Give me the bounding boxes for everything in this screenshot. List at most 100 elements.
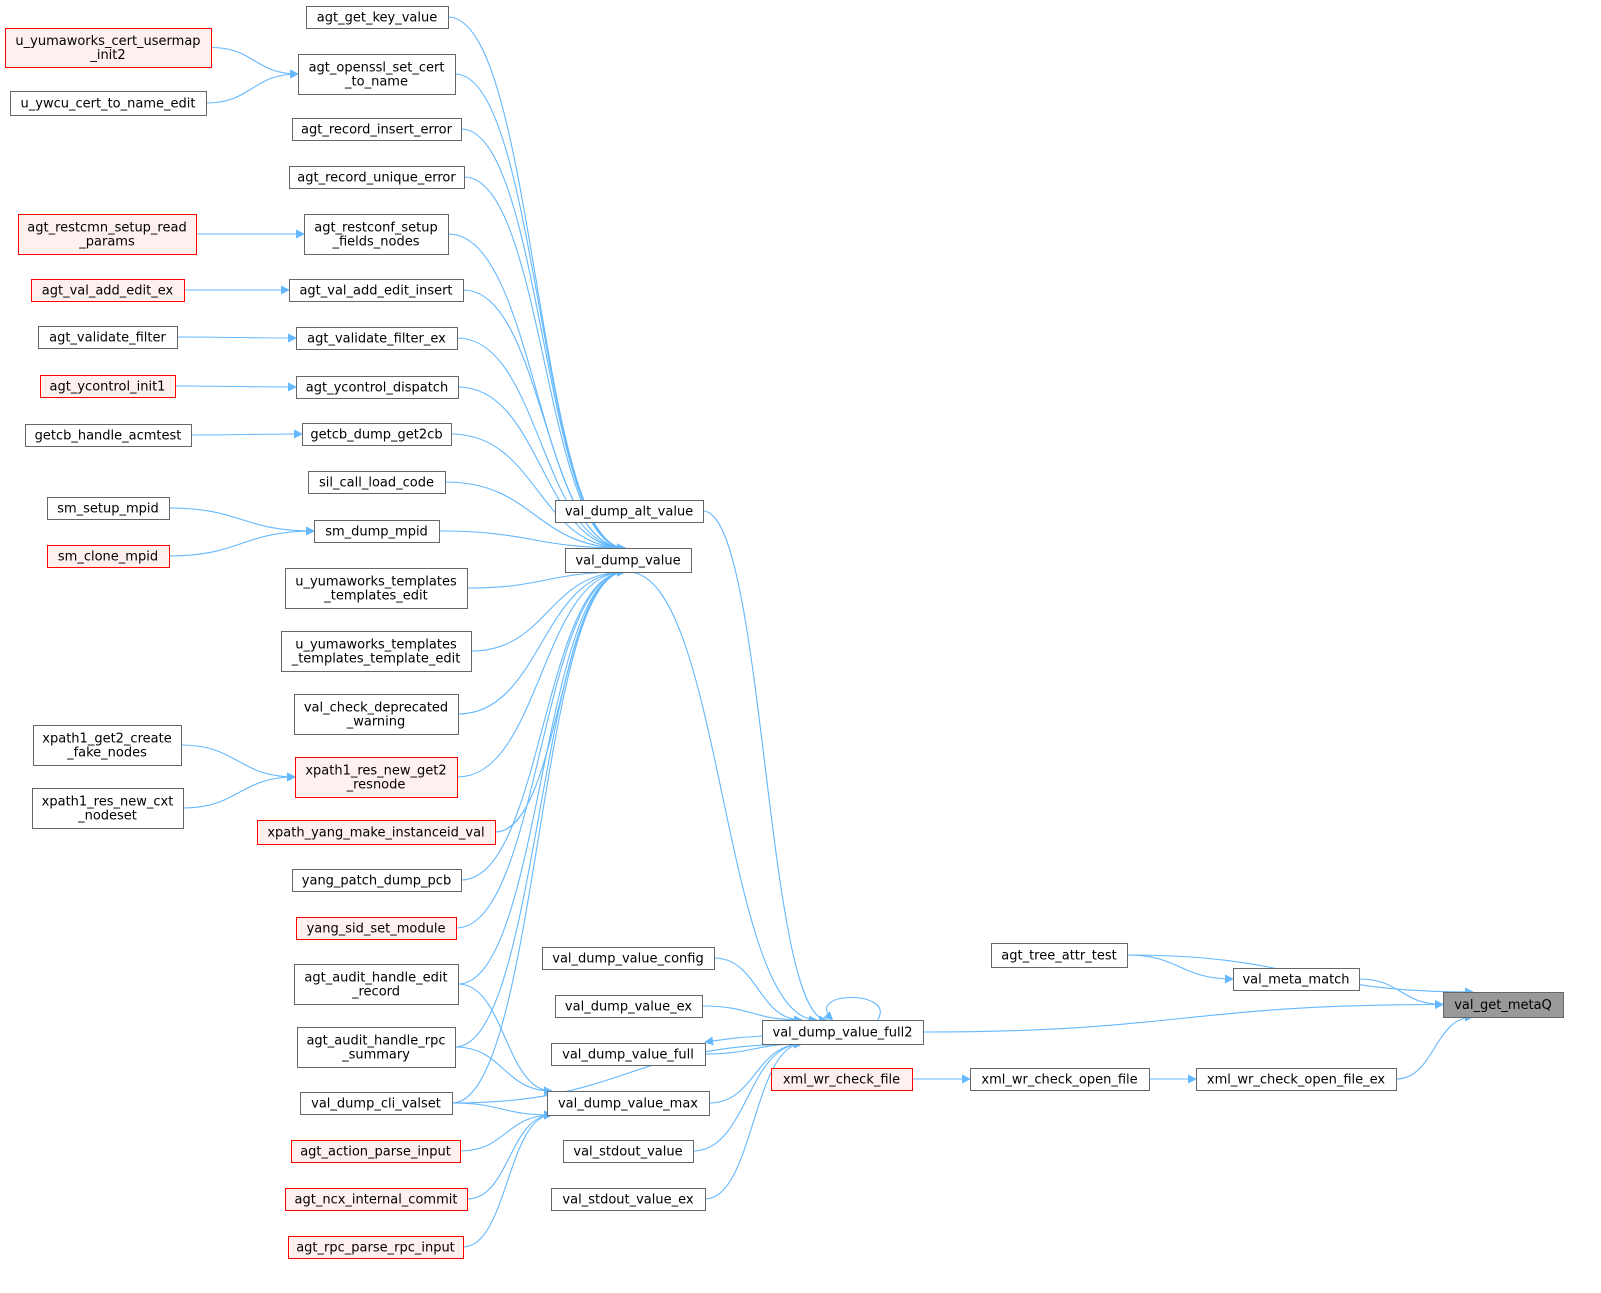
node-getcb-dump-get2cb[interactable]: getcb_dump_get2cb xyxy=(302,423,452,446)
node-label: agt_val_add_edit_ex xyxy=(42,284,174,299)
node-box xyxy=(306,6,449,29)
node-val-get-metaQ[interactable]: val_get_metaQ xyxy=(1443,992,1564,1018)
node-xml-wr-check-open-file-ex[interactable]: xml_wr_check_open_file_ex xyxy=(1196,1068,1397,1091)
node-val-stdout-value[interactable]: val_stdout_value xyxy=(563,1140,694,1163)
node-agt-restcmn-setup-read-params[interactable]: agt_restcmn_setup_read_params xyxy=(18,214,197,255)
edge-val-dump-value-to-val-dump-value-full2 xyxy=(627,571,818,1025)
node-label: xml_wr_check_open_file xyxy=(981,1073,1137,1088)
edge-agt-audit-handle-rpc-summary-to-val-dump-value-max xyxy=(454,1046,553,1096)
node-agt-record-insert-error[interactable]: agt_record_insert_error xyxy=(292,118,462,141)
edge-sil-call-load-code-to-val-dump-value xyxy=(444,481,626,553)
node-val-stdout-value-ex[interactable]: val_stdout_value_ex xyxy=(551,1188,706,1211)
node-label: _resnode xyxy=(346,778,406,793)
node-agt-action-parse-input[interactable]: agt_action_parse_input xyxy=(291,1140,461,1163)
node-u-yumaworks-templates-templates-edit[interactable]: u_yumaworks_templates_templates_edit xyxy=(285,568,468,609)
node-u-yumaworks-cert-usermap-init2[interactable]: u_yumaworks_cert_usermap_init2 xyxy=(5,28,212,68)
node-label: agt_ycontrol_dispatch xyxy=(306,381,448,396)
edge-yang-patch-dump-pcb-to-val-dump-value xyxy=(460,567,626,881)
node-box xyxy=(291,1140,461,1163)
node-agt-rpc-parse-rpc-input[interactable]: agt_rpc_parse_rpc_input xyxy=(288,1236,464,1259)
node-agt-ncx-internal-commit[interactable]: agt_ncx_internal_commit xyxy=(285,1188,468,1211)
node-agt-tree-attr-test[interactable]: agt_tree_attr_test xyxy=(991,943,1128,968)
node-yang-sid-set-module[interactable]: yang_sid_set_module xyxy=(296,917,457,940)
node-agt-get-key-value[interactable]: agt_get_key_value xyxy=(306,6,449,29)
node-box xyxy=(296,327,458,350)
node-xpath1-get2-create-fake-nodes[interactable]: xpath1_get2_create_fake_nodes xyxy=(33,725,182,766)
edge-agt-record-unique-error-to-val-dump-value xyxy=(463,176,626,553)
edge-val-stdout-value-ex-to-val-dump-value-full2 xyxy=(704,1039,803,1200)
node-label: agt_tree_attr_test xyxy=(1001,949,1116,964)
edge-agt-validate-filter-to-agt-validate-filter-ex xyxy=(176,333,297,343)
node-box xyxy=(304,214,449,255)
node-label: yang_patch_dump_pcb xyxy=(302,874,451,889)
edge-val-stdout-value-to-val-dump-value-full2 xyxy=(692,1039,803,1152)
edge-agt-tree-attr-test-to-val-meta-match xyxy=(1126,954,1234,984)
node-agt-val-add-edit-ex[interactable]: agt_val_add_edit_ex xyxy=(31,279,185,302)
node-sm-setup-mpid[interactable]: sm_setup_mpid xyxy=(47,497,170,520)
node-agt-val-add-edit-insert[interactable]: agt_val_add_edit_insert xyxy=(289,279,464,302)
edge-getcb-dump-get2cb-to-val-dump-value xyxy=(450,433,626,553)
node-xpath1-res-new-get2-resnode[interactable]: xpath1_res_new_get2_resnode xyxy=(295,757,458,798)
node-label: _fields_nodes xyxy=(331,235,419,250)
node-agt-openssl-set-cert-to-name[interactable]: agt_openssl_set_cert_to_name xyxy=(298,54,456,95)
node-label: agt_record_unique_error xyxy=(297,171,456,186)
node-val-dump-cli-valset[interactable]: val_dump_cli_valset xyxy=(300,1092,453,1115)
node-val-dump-value-ex[interactable]: val_dump_value_ex xyxy=(555,995,703,1018)
node-sm-dump-mpid[interactable]: sm_dump_mpid xyxy=(314,520,440,543)
node-label: agt_restconf_setup xyxy=(314,221,438,236)
node-val-dump-value-full2[interactable]: val_dump_value_full2 xyxy=(762,1020,924,1045)
edge-sm-clone-mpid-to-sm-dump-mpid xyxy=(168,526,315,557)
node-label: u_ywcu_cert_to_name_edit xyxy=(21,97,196,112)
node-u-ywcu-cert-to-name-edit[interactable]: u_ywcu_cert_to_name_edit xyxy=(10,91,207,116)
edge-agt-audit-handle-edit-record-to-val-dump-value-max xyxy=(457,983,553,1096)
node-label: _params xyxy=(78,235,135,250)
node-box xyxy=(565,548,692,573)
node-xml-wr-check-file[interactable]: xml_wr_check_file xyxy=(771,1068,913,1091)
node-label: agt_validate_filter_ex xyxy=(307,332,446,347)
node-val-dump-value-full[interactable]: val_dump_value_full xyxy=(551,1043,706,1066)
node-xpath-yang-make-instanceid-val[interactable]: xpath_yang_make_instanceid_val xyxy=(257,820,496,845)
node-agt-validate-filter[interactable]: agt_validate_filter xyxy=(38,326,178,349)
edge-agt-action-parse-input-to-val-dump-value-max xyxy=(459,1110,553,1152)
node-val-dump-value-config[interactable]: val_dump_value_config xyxy=(542,947,715,970)
node-label: u_yumaworks_templates xyxy=(295,575,457,590)
node-val-check-deprecated-warning[interactable]: val_check_deprecated_warning xyxy=(294,694,459,735)
node-label: xpath1_res_new_cxt xyxy=(42,795,174,810)
node-u-yumaworks-templates-templates-template-edit[interactable]: u_yumaworks_templates_templates_template… xyxy=(281,631,472,672)
node-label: _warning xyxy=(346,715,406,730)
edge-val-dump-value-config-to-val-dump-value-full2 xyxy=(713,957,803,1025)
node-yang-patch-dump-pcb[interactable]: yang_patch_dump_pcb xyxy=(292,869,462,892)
node-box xyxy=(25,424,192,447)
node-agt-ycontrol-dispatch[interactable]: agt_ycontrol_dispatch xyxy=(296,376,459,399)
edge-agt-audit-handle-rpc-summary-to-val-dump-value xyxy=(454,567,626,1048)
node-label: xpath1_res_new_get2 xyxy=(305,764,446,779)
node-agt-audit-handle-edit-record[interactable]: agt_audit_handle_edit_record xyxy=(294,964,459,1005)
node-val-dump-alt-value[interactable]: val_dump_alt_value xyxy=(555,500,704,523)
node-xpath1-res-new-cxt-nodeset[interactable]: xpath1_res_new_cxt_nodeset xyxy=(32,788,184,829)
node-label: val_dump_value_full xyxy=(562,1048,694,1063)
node-agt-ycontrol-init1[interactable]: agt_ycontrol_init1 xyxy=(40,375,176,398)
node-agt-validate-filter-ex[interactable]: agt_validate_filter_ex xyxy=(296,327,458,350)
node-box xyxy=(563,1140,694,1163)
node-box xyxy=(294,964,459,1005)
node-agt-restconf-setup-fields-nodes[interactable]: agt_restconf_setup_fields_nodes xyxy=(304,214,449,255)
node-box xyxy=(32,788,184,829)
edge-u-ywcu-cert-to-name-edit-to-agt-openssl-set-cert-to-name xyxy=(205,69,299,104)
node-val-dump-value[interactable]: val_dump_value xyxy=(565,548,692,573)
node-box xyxy=(991,943,1128,968)
node-box xyxy=(542,947,715,970)
node-label: _fake_nodes xyxy=(66,746,147,761)
node-agt-record-unique-error[interactable]: agt_record_unique_error xyxy=(289,166,465,189)
node-sil-call-load-code[interactable]: sil_call_load_code xyxy=(308,471,446,494)
node-label: val_dump_cli_valset xyxy=(311,1097,441,1112)
node-box xyxy=(47,545,170,568)
node-label: val_dump_value_ex xyxy=(565,1000,692,1015)
node-xml-wr-check-open-file[interactable]: xml_wr_check_open_file xyxy=(970,1068,1150,1091)
node-agt-audit-handle-rpc-summary[interactable]: agt_audit_handle_rpc_summary xyxy=(297,1027,456,1068)
node-val-meta-match[interactable]: val_meta_match xyxy=(1233,968,1360,991)
node-getcb-handle-acmtest[interactable]: getcb_handle_acmtest xyxy=(25,424,192,447)
edge-u-yumaworks-cert-usermap-init2-to-agt-openssl-set-cert-to-name xyxy=(210,46,299,79)
node-label: val_stdout_value_ex xyxy=(562,1193,693,1208)
node-sm-clone-mpid[interactable]: sm_clone_mpid xyxy=(47,545,170,568)
node-val-dump-value-max[interactable]: val_dump_value_max xyxy=(547,1091,710,1116)
